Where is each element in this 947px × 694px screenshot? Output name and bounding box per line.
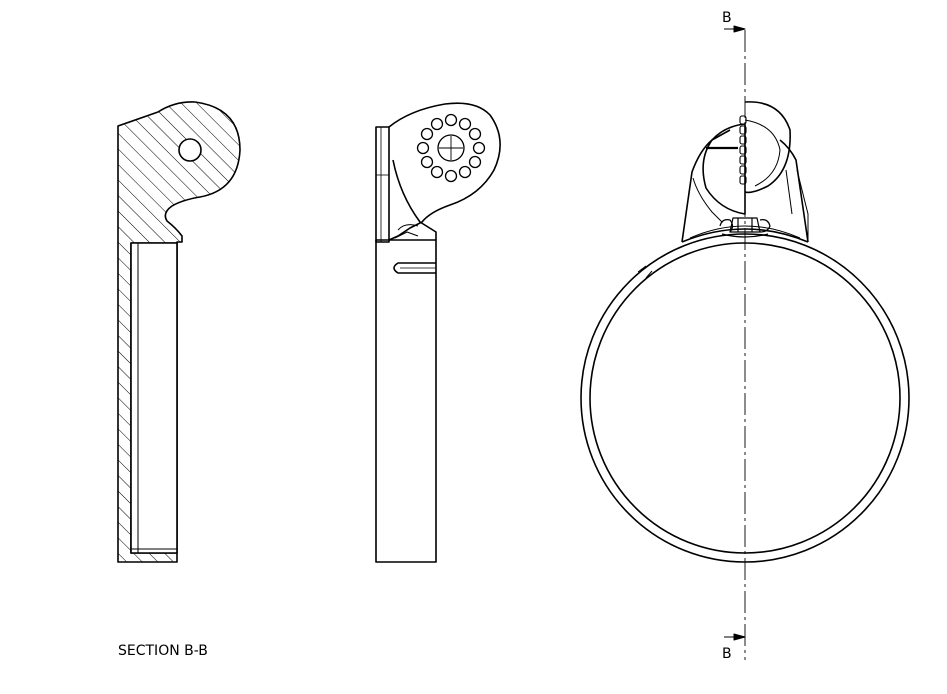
- section-pin-hole: [178, 138, 202, 162]
- front-lever-head: [702, 123, 746, 215]
- front-knob: [744, 101, 791, 194]
- cut-label-bottom: B: [722, 646, 732, 662]
- side-bearing-ring: [416, 113, 486, 183]
- section-inner-cavity: [130, 242, 178, 554]
- side-slot: [393, 262, 436, 274]
- front-bearing-balls: [739, 115, 747, 185]
- section-title: SECTION B-B: [118, 643, 208, 659]
- side-clip-plate: [375, 126, 390, 243]
- cut-arrow-top: [724, 25, 746, 33]
- section-view: [117, 101, 241, 563]
- side-lever-arm: [392, 159, 437, 240]
- cut-arrow-bottom: [724, 633, 746, 641]
- front-ring-notch: [637, 265, 653, 279]
- front-hinge: [719, 217, 771, 238]
- side-lever: [388, 102, 501, 241]
- side-bar: [375, 239, 437, 563]
- front-view: [580, 25, 910, 660]
- side-view: [375, 102, 501, 563]
- cut-label-top: B: [722, 10, 732, 26]
